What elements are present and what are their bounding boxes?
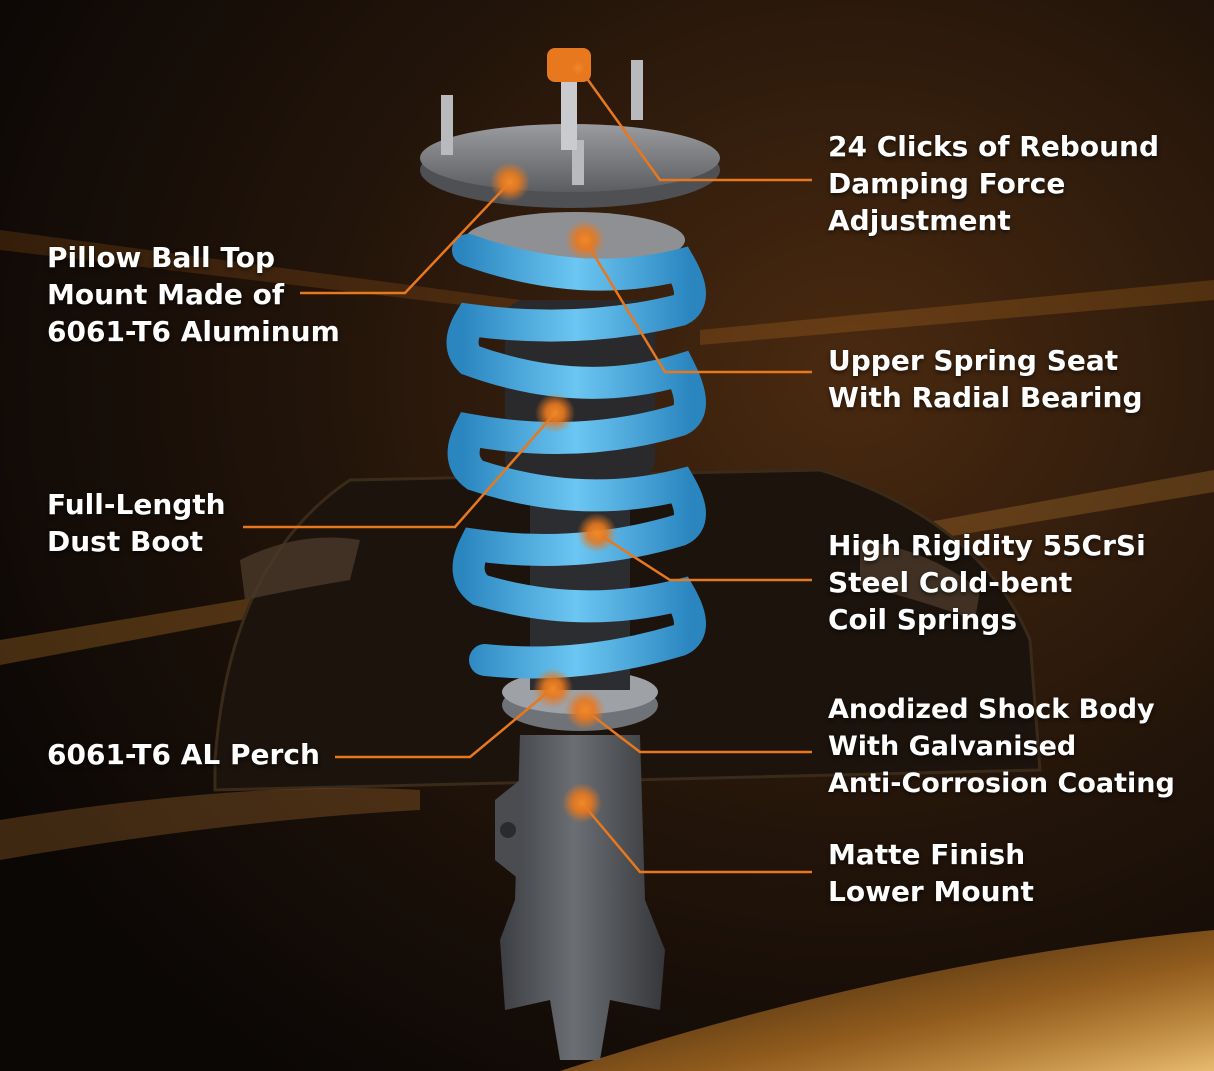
callout-line-shock-body — [584, 709, 812, 754]
label-coil-springs: High Rigidity 55CrSi Steel Cold-bent Coi… — [828, 527, 1146, 638]
label-line: Mount Made of — [47, 278, 285, 311]
label-line: Anti-Corrosion Coating — [828, 768, 1175, 799]
label-line: Damping Force — [828, 167, 1066, 200]
label-rebound-adjustment: 24 Clicks of Rebound Damping Force Adjus… — [828, 128, 1159, 239]
label-line: Steel Cold-bent — [828, 566, 1073, 599]
callout-line-coil-springs — [596, 531, 812, 582]
hotspot-top-mount — [490, 162, 530, 202]
coil-spring — [446, 234, 706, 679]
hotspot-perch — [533, 668, 573, 708]
stud — [572, 140, 584, 185]
label-line: 24 Clicks of Rebound — [828, 130, 1159, 163]
light-streak — [700, 280, 1214, 345]
hotspot-shock-body — [565, 690, 605, 730]
hotspot-coil-springs — [577, 513, 617, 553]
callout-lines — [243, 72, 812, 874]
callout-line-dust-boot — [243, 412, 556, 529]
callout-line-rebound — [581, 72, 812, 182]
label-line: With Galvanised — [828, 731, 1077, 762]
label-line: Coil Springs — [828, 603, 1017, 636]
stud — [441, 95, 453, 155]
callout-line-lower-mount — [581, 802, 812, 874]
label-line: Upper Spring Seat — [828, 344, 1119, 377]
label-line: 6061-T6 Aluminum — [47, 315, 340, 348]
hotspot-dust-boot — [535, 393, 575, 433]
label-dust-boot: Full-Length Dust Boot — [47, 486, 226, 560]
label-line: Matte Finish — [828, 838, 1026, 871]
road-glow — [560, 930, 1214, 1071]
bracket-hole — [500, 822, 516, 838]
callout-line-spring-seat — [583, 239, 812, 374]
hotspot-spring-seat — [565, 220, 605, 260]
label-line: With Radial Bearing — [828, 381, 1143, 414]
stud — [631, 60, 643, 120]
road-glow-left — [0, 788, 420, 860]
hotspot-rebound — [564, 54, 592, 82]
callout-line-perch — [335, 687, 554, 759]
center-shaft — [561, 80, 577, 150]
callout-line-top-mount — [300, 181, 511, 295]
label-spring-seat: Upper Spring Seat With Radial Bearing — [828, 342, 1143, 416]
label-line: Pillow Ball Top — [47, 241, 276, 274]
car-headlight-right — [860, 540, 980, 620]
label-shock-body: Anodized Shock Body With Galvanised Anti… — [828, 691, 1175, 802]
label-line: High Rigidity 55CrSi — [828, 529, 1146, 562]
label-line: Lower Mount — [828, 875, 1034, 908]
lower-mount — [500, 735, 665, 1060]
label-line: Anodized Shock Body — [828, 694, 1155, 725]
label-line: Adjustment — [828, 204, 1011, 237]
label-line: Full-Length — [47, 488, 226, 521]
label-top-mount: Pillow Ball Top Mount Made of 6061-T6 Al… — [47, 239, 340, 350]
label-line: Dust Boot — [47, 525, 204, 558]
car-headlight-left — [240, 537, 360, 600]
light-streak — [0, 230, 520, 312]
hotspot-lower-mount — [562, 783, 602, 823]
label-perch: 6061-T6 AL Perch — [47, 736, 320, 773]
label-line: 6061-T6 AL Perch — [47, 738, 320, 771]
label-lower-mount: Matte Finish Lower Mount — [828, 836, 1034, 910]
